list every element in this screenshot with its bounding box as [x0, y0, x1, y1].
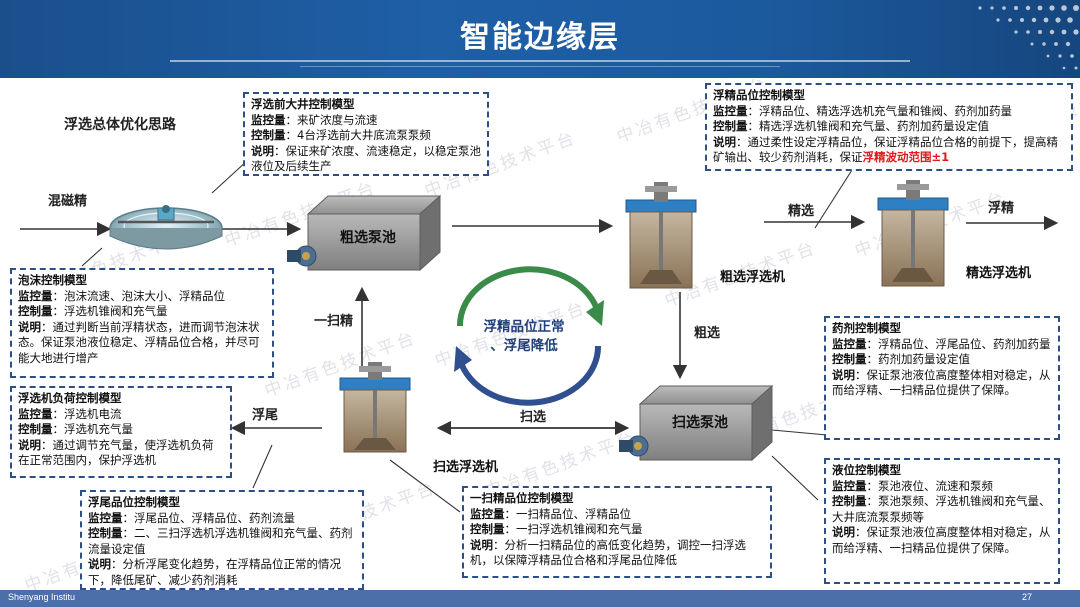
scav1-conc-label: 一扫精: [314, 314, 354, 329]
scavenger-tank-label: 扫选泵池: [672, 415, 728, 431]
page-number: 27: [1021, 592, 1032, 602]
note-key: 说明: [470, 537, 493, 552]
model-box-level: 液位控制模型 监控量：泵池液位、流速和泵频 控制量：泵池泵频、浮选机锥阀和充气量…: [824, 458, 1060, 584]
monitor-key: 监控量: [832, 478, 867, 493]
monitor-key: 监控量: [832, 336, 867, 351]
pump-icon: [287, 245, 317, 267]
control-value: ：浮选机锥阀和充气量: [52, 304, 168, 318]
monitor-key: 监控量: [713, 103, 748, 118]
scavenger-flow-label: 扫选: [520, 410, 547, 425]
model-title: 泡沫控制模型: [18, 273, 87, 287]
control-key: 控制量: [18, 422, 53, 436]
model-title: 浮尾品位控制模型: [88, 495, 180, 509]
note-key: 说明: [18, 437, 41, 452]
cycle-arrows-icon: [454, 266, 604, 406]
model-title: 药剂控制模型: [832, 321, 901, 335]
flotation-cell-icon: [625, 182, 697, 289]
monitor-key: 监控量: [18, 288, 53, 303]
model-box-conc-grade: 浮精品位控制模型 监控量：浮精品位、精选浮选机充气量和锥阀、药剂加药量 控制量：…: [705, 83, 1073, 171]
control-key: 控制量: [832, 352, 867, 366]
control-value: ：泵池泵频、浮选机锥阀和充气量、大井底流泵泵频等: [832, 494, 1051, 524]
note-key: 说明: [88, 557, 111, 571]
note-value: ：分析浮尾变化趋势，在浮精品位正常的情况下，降低尾矿、减少药剂消耗: [88, 557, 341, 587]
rougher-cell-label: 粗选浮选机: [720, 270, 786, 285]
monitor-key: 监控量: [251, 112, 286, 127]
title-divider-thin: [300, 66, 780, 67]
note-key: 说明: [832, 367, 855, 382]
rougher-conc-label: 粗选: [694, 326, 721, 341]
cycle-caption-line: 浮精品位正常: [483, 319, 565, 335]
model-box-scav-grade: 一扫精品位控制模型 监控量：一扫精品位、浮精品位 控制量：一扫浮选机锥阀和充气量…: [462, 486, 772, 578]
note-value: ：通过判断当前浮精状态，进而调节泡沫状态。保证泵池液位稳定、浮精品位合格，并尽可…: [18, 319, 260, 365]
control-key: 控制量: [251, 128, 286, 142]
note-key: 说明: [713, 134, 736, 149]
model-box-foam: 泡沫控制模型 监控量：泡沫流速、泡沫大小、浮精品位 控制量：浮选机锥阀和充气量 …: [10, 268, 274, 378]
control-value: ：浮选机充气量: [52, 422, 134, 436]
control-key: 控制量: [88, 526, 123, 540]
monitor-value: ：一扫精品位、浮精品位: [504, 506, 632, 521]
header-banner: 智能边缘层: [0, 0, 1080, 78]
note-key: 说明: [832, 525, 855, 539]
control-value: ：一扫浮选机锥阀和充气量: [504, 522, 643, 536]
monitor-value: ：泵池液位、流速和泵频: [866, 478, 994, 493]
flotation-cell-icon: [877, 180, 949, 287]
thickener-icon: [109, 205, 223, 250]
title-divider: [170, 60, 910, 62]
control-key: 控制量: [18, 304, 53, 318]
cleaner-cell-label: 精选浮选机: [966, 266, 1032, 281]
scavenger-cell-label: 扫选浮选机: [433, 460, 499, 475]
footer-org: Shenyang Institu: [8, 592, 76, 602]
flotation-cell-icon: [339, 362, 411, 453]
control-value: ：二、三扫浮选机浮选机锥阀和充气量、药剂流量设定值: [88, 526, 353, 556]
model-title: 一扫精品位控制模型: [470, 491, 574, 505]
highlight-range: 浮精波动范围±1: [862, 150, 950, 164]
model-title: 浮选前大井控制模型: [251, 97, 355, 111]
cycle-caption-line: 、浮尾降低: [490, 338, 558, 354]
note-value: ：保证泵池液位高度整体相对稳定，从而给浮精、一扫精品位提供了保障。: [832, 525, 1051, 555]
rougher-tank-label: 粗选泵池: [340, 230, 396, 246]
model-title: 液位控制模型: [832, 463, 901, 477]
monitor-value: ：浮选机电流: [52, 406, 122, 421]
model-box-well: 浮选前大井控制模型 监控量：来矿浓度与流速 控制量：4台浮选前大井底流泵泵频 说…: [243, 92, 489, 176]
control-value: ：4台浮选前大井底流泵泵频: [285, 128, 431, 142]
monitor-value: ：浮尾品位、浮精品位、药剂流量: [122, 510, 296, 525]
control-key: 控制量: [832, 494, 867, 508]
section-title: 浮选总体优化思路: [64, 117, 176, 133]
monitor-value: ：泡沫流速、泡沫大小、浮精品位: [52, 288, 226, 303]
note-value: ：通过调节充气量，使浮选机负荷在正常范围内，保护浮选机: [18, 437, 214, 468]
model-title: 浮选机负荷控制模型: [18, 391, 122, 405]
control-value: ：精选浮选机锥阀和充气量、药剂加药量设定值: [747, 119, 990, 133]
note-value: ：保证来矿浓度、流速稳定，以稳定泵池液位及后续生产: [251, 143, 481, 174]
model-box-reagent: 药剂控制模型 监控量：浮精品位、浮尾品位、药剂加药量 控制量：药剂加药量设定值 …: [824, 316, 1060, 440]
model-box-tail-grade: 浮尾品位控制模型 监控量：浮尾品位、浮精品位、药剂流量 控制量：二、三扫浮选机浮…: [80, 490, 364, 590]
note-value: ：通过柔性设定浮精品位，保证浮精品位合格的前提下，提高精矿输出、较少药剂消耗，保…: [713, 134, 1058, 165]
model-title: 浮精品位控制模型: [713, 88, 805, 102]
cycle-caption: 浮精品位正常 、浮尾降低: [464, 318, 584, 356]
pump-sump-icon: [638, 384, 774, 462]
pump-sump-icon: [306, 194, 442, 272]
pump-icon: [619, 435, 649, 457]
tailings-label: 浮尾: [252, 408, 279, 423]
monitor-key: 监控量: [88, 510, 123, 525]
control-key: 控制量: [470, 522, 505, 536]
concentrate-label: 浮精: [988, 201, 1015, 216]
model-box-load: 浮选机负荷控制模型 监控量：浮选机电流 控制量：浮选机充气量 说明：通过调节充气…: [10, 386, 232, 478]
monitor-key: 监控量: [470, 506, 505, 521]
page-title: 智能边缘层: [460, 20, 620, 55]
cleaning-label: 精选: [788, 204, 815, 219]
note-key: 说明: [251, 143, 274, 158]
note-value: ：分析一扫精品位的高低变化趋势，调控一扫浮选机，以保障浮精品位合格和浮尾品位降低: [470, 537, 746, 568]
note-key: 说明: [18, 319, 41, 334]
monitor-value: ：浮精品位、浮尾品位、药剂加药量: [866, 336, 1051, 351]
monitor-key: 监控量: [18, 406, 53, 421]
feed-label: 混磁精: [48, 194, 88, 209]
dot-pattern-icon: [978, 5, 1079, 70]
footer-bar: Shenyang Institu 27: [0, 590, 1080, 607]
control-key: 控制量: [713, 119, 748, 133]
control-value: ：药剂加药量设定值: [866, 352, 971, 366]
monitor-value: ：来矿浓度与流速: [285, 112, 378, 127]
monitor-value: ：浮精品位、精选浮选机充气量和锥阀、药剂加药量: [747, 103, 1013, 118]
note-value: ：保证泵池液位高度整体相对稳定，从而给浮精、一扫精品位提供了保障。: [832, 367, 1051, 398]
